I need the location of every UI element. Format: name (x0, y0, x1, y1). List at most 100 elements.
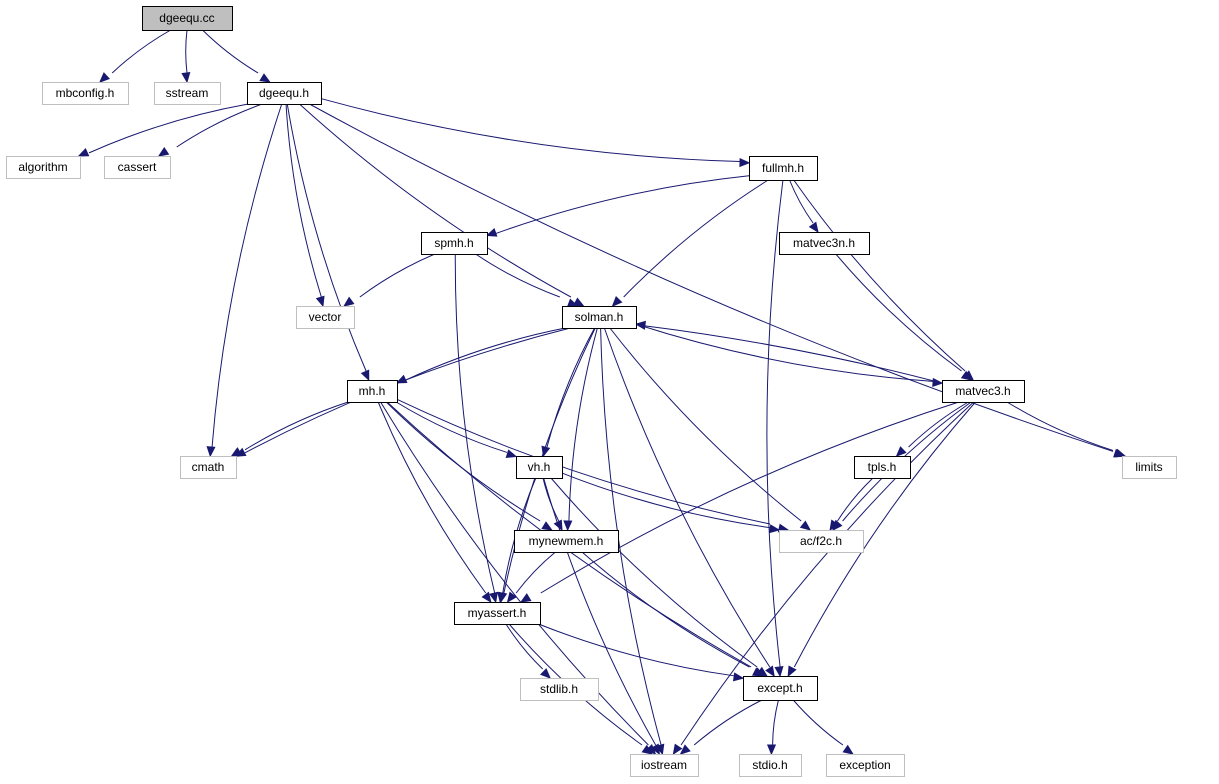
arrowhead (641, 744, 653, 755)
edge-line (176, 103, 263, 148)
node-box (154, 82, 221, 105)
arrowhead (829, 519, 840, 532)
arrowhead (960, 370, 973, 381)
arrowhead (489, 591, 498, 604)
edge-spmh_h-to-vector (343, 253, 436, 307)
arrowhead (752, 667, 764, 677)
arrowhead (315, 295, 325, 308)
edge-line (793, 401, 976, 668)
edge-solman_h-to-mh_h (395, 327, 566, 384)
edge-solman_h-to-matvec3_h (635, 323, 944, 387)
edge-fullmh_h-to-except_h (766, 179, 784, 678)
edge-mynewmem_h-to-except_h (581, 551, 764, 677)
node-box (826, 754, 905, 777)
arrowhead (259, 73, 271, 83)
node-matvec3-h[interactable]: matvec3.h (942, 380, 1025, 403)
arrowhead (679, 744, 691, 755)
edge-line (244, 401, 349, 451)
edge-line (603, 327, 771, 668)
edge-line (244, 327, 571, 454)
edge-line (88, 103, 249, 154)
edge-dgeequ_cc-to-mbconfig_h (99, 29, 171, 83)
node-matvec3n-h[interactable]: matvec3n.h (779, 232, 870, 255)
edge-line (837, 477, 874, 522)
edge-matvec3_h-to-tpls_h (895, 401, 969, 457)
edge-dgeequ_h-to-vector (285, 103, 325, 308)
node-box (562, 306, 637, 329)
arrowhead (650, 743, 661, 756)
edge-line (635, 323, 934, 382)
node-dgeequ-cc[interactable]: dgeequ.cc (142, 6, 233, 31)
arrowhead (541, 521, 553, 531)
node-sstream: sstream (154, 82, 221, 105)
edge-line (515, 551, 556, 594)
node-mh-h[interactable]: mh.h (347, 380, 398, 403)
node-label: tpls.h (868, 460, 897, 474)
edge-myassert_h-to-except_h (538, 623, 745, 682)
node-fullmh-h[interactable]: fullmh.h (749, 156, 818, 181)
node-myassert-h[interactable]: myassert.h (454, 602, 541, 625)
edge-line (835, 253, 962, 372)
edge-dgeequ_h-to-algorithm (77, 103, 249, 157)
edge-line (766, 179, 784, 668)
arrowhead (573, 297, 585, 307)
edge-line (475, 253, 560, 298)
edge-line (377, 401, 487, 594)
node-label: stdlib.h (540, 682, 578, 696)
edge-mh_h-to-ac_f2c_h (396, 398, 790, 533)
edge-mh_h-to-iostream (380, 401, 657, 755)
node-spmh-h[interactable]: spmh.h (421, 232, 488, 255)
arrowhead (99, 72, 111, 83)
node-label: ac/f2c.h (800, 534, 842, 548)
node-box (514, 530, 619, 553)
node-limits: limits (1122, 456, 1177, 479)
edge-vh_h-to-iostream (543, 477, 661, 756)
arrowhead (799, 520, 812, 531)
node-box (630, 754, 699, 777)
node-stdlib-h: stdlib.h (520, 678, 599, 701)
node-label: dgeequ.h (259, 86, 309, 100)
node-except-h[interactable]: except.h (743, 676, 818, 701)
node-stdio-h: stdio.h (739, 754, 802, 777)
edge-matvec3_h-to-iostream (672, 401, 974, 756)
node-box (743, 676, 818, 701)
node-dgeequ-h[interactable]: dgeequ.h (247, 82, 322, 105)
edge-line (538, 623, 735, 677)
node-mynewmem-h[interactable]: mynewmem.h (514, 530, 619, 553)
edge-line (1006, 401, 1114, 451)
edge-except_h-to-exception (792, 699, 854, 755)
node-box (942, 380, 1025, 403)
arrowhead (395, 374, 408, 384)
edge-fullmh_h-to-matvec3n_h (789, 179, 819, 234)
arrowhead (206, 446, 216, 458)
edge-except_h-to-iostream (679, 699, 763, 755)
edge-line (693, 699, 763, 746)
edge-line (211, 103, 283, 448)
arrowhead (769, 524, 781, 534)
arrowhead (932, 377, 944, 387)
edge-line (581, 551, 750, 668)
edge-solman_h-to-except_h (603, 327, 775, 678)
edge-line (299, 103, 572, 298)
edge-fullmh_h-to-matvec3_h (793, 179, 975, 381)
arrowhead (672, 743, 683, 756)
edge-line (396, 398, 771, 525)
node-solman-h[interactable]: solman.h (562, 306, 637, 329)
arrowhead (519, 593, 532, 603)
edge-line (202, 29, 259, 74)
edge-line (680, 401, 974, 746)
node-box (454, 602, 541, 625)
node-label: cmath (192, 460, 225, 474)
edge-dgeequ_h-to-fullmh_h (320, 98, 751, 168)
node-box (180, 456, 237, 479)
arrowhead (895, 446, 907, 457)
node-vh-h[interactable]: vh.h (516, 456, 563, 479)
edge-mh_h-to-vh_h (395, 401, 518, 458)
node-tpls-h[interactable]: tpls.h (854, 456, 911, 479)
edge-line (285, 103, 322, 298)
arrowhead (808, 221, 819, 234)
node-label: limits (1135, 460, 1162, 474)
edge-line (540, 401, 960, 594)
node-box (42, 82, 129, 105)
